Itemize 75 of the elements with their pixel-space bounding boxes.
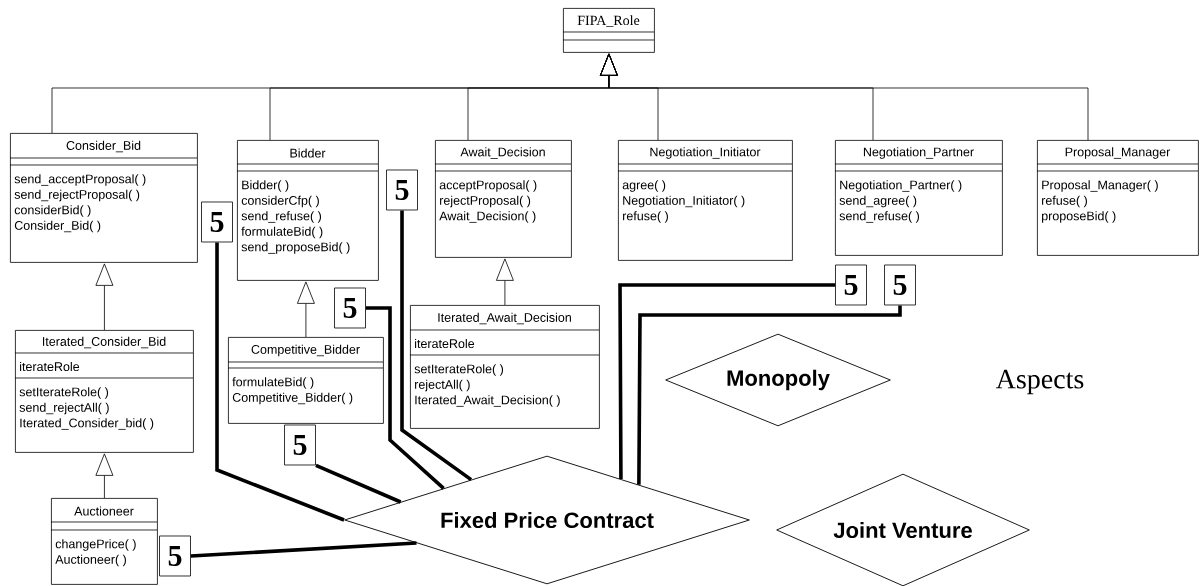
method-text: Await_Decision( ) [439,211,536,223]
method-text: Iterated_Await_Decision( ) [415,395,560,407]
method-text: send_rejectAll( ) [19,402,109,415]
number-box: 5 [159,535,191,577]
method-text: proposeBid( ) [1042,211,1116,223]
connector-line [190,541,417,558]
class-name: Iterated_Await_Decision [438,312,571,325]
method-text: Negotiation_Partner( ) [840,180,962,192]
generalization-arrow [496,258,514,306]
method-text: send_rejectProposal( ) [14,189,140,202]
class-name: Negotiation_Initiator [650,147,761,159]
method-text: send_proposeBid( ) [241,242,350,254]
method-text: Consider_Bid( ) [14,220,101,233]
class-name: Await_Decision [460,147,545,159]
method-text: formulateBid( ) [232,377,314,389]
method-text: changePrice( ) [55,539,136,551]
number-box: 5 [201,201,233,243]
class-name: Iterated_Consider_Bid [43,336,166,349]
method-text: refuse( ) [623,211,668,223]
class-box [409,305,600,429]
class-name: Bidder [290,148,326,158]
class-name: FIPA_Role [577,15,640,27]
number-box: 5 [835,264,867,306]
connector-line [365,306,445,490]
method-text: agree( ) [622,180,666,192]
class-box [9,133,198,263]
class-box [1036,140,1199,256]
method-text: send_refuse( ) [839,211,919,223]
class-name: Competitive_Bidder [251,344,360,357]
number-box: 5 [334,287,366,329]
method-text: Iterated_Consider_bid( ) [20,418,154,430]
method-text: rejectProposal( ) [440,195,531,208]
method-text: considerBid( ) [14,205,91,217]
connector-line [618,283,836,479]
method-text: send_agree( ) [839,195,917,208]
class-name: Proposal_Manager [1065,147,1171,159]
generalization-arrow [95,263,114,331]
method-text: Auctioneer( ) [55,554,126,567]
number-box: 5 [386,169,418,211]
connector-line [400,210,473,482]
method-text: Bidder( ) [242,180,289,192]
method-text: setIterateRole( ) [19,387,109,399]
class-box [14,330,194,453]
generalization-arrow [600,53,1089,141]
heading-text: Aspects [995,369,1084,395]
method-text: Negotiation_Initiator( ) [623,195,745,208]
attribute-text: iterateRole [20,361,80,372]
method-text: setIterateRole( ) [414,364,504,376]
method-text: Proposal_Manager( ) [1042,180,1158,192]
class-box [434,140,572,258]
connector-line [315,463,402,504]
class-box [50,498,158,585]
class-name: Consider_Bid [66,140,141,153]
class-box [227,337,384,424]
method-text: formulateBid( ) [241,226,323,239]
generalization-arrow [297,281,315,338]
method-text: send_refuse( ) [241,211,321,223]
class-box [236,140,379,281]
connector-line [215,242,345,522]
number-box: 5 [284,424,316,466]
class-box [617,140,793,261]
connector-line [637,305,902,485]
method-text: Competitive_Bidder( ) [232,392,353,405]
method-text: rejectAll( ) [415,379,470,392]
method-text: send_acceptProposal( ) [14,174,146,186]
method-text: refuse( ) [1042,195,1087,208]
class-name: Negotiation_Partner [863,147,974,159]
attribute-text: iterateRole [415,338,475,349]
method-text: acceptProposal( ) [439,180,537,192]
class-box [562,8,655,53]
class-name: Auctioneer [74,506,134,516]
class-box [834,140,1003,256]
number-box: 5 [884,264,916,306]
generalization-arrow [95,453,114,499]
method-text: considerCfp( ) [241,195,319,208]
